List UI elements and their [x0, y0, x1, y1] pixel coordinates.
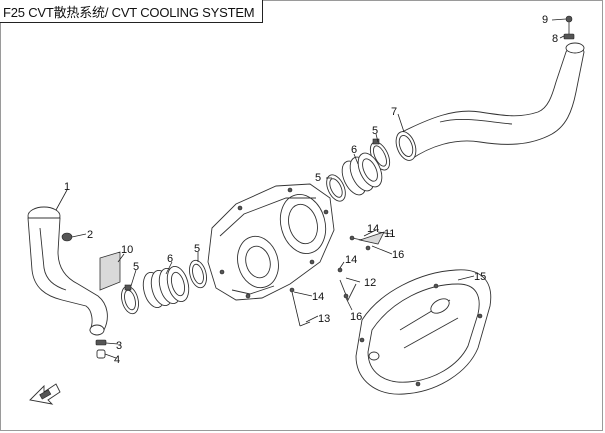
grommet-8: [563, 33, 575, 40]
hose-clamp-5-far-left: [121, 284, 139, 315]
callout-15: 15: [474, 271, 486, 283]
callout-13: 13: [318, 313, 330, 325]
title-block: F25 CVT散热系统/ CVT COOLING SYSTEM: [0, 0, 264, 23]
bellows-boot-6-lower: [142, 265, 190, 309]
callout-16-lower: 16: [350, 311, 362, 323]
callout-3: 3: [116, 340, 122, 352]
outlet-duct-7: [395, 42, 585, 161]
inlet-duct-1: [27, 206, 108, 336]
callout-5-far-left: 5: [133, 261, 139, 273]
bellows-boot-6-upper: [341, 152, 383, 196]
leader-lines: [55, 18, 567, 359]
callout-2: 2: [87, 229, 93, 241]
callout-14-lower: 14: [312, 291, 324, 303]
callout-9: 9: [542, 14, 548, 26]
callout-14-mid: 14: [345, 254, 357, 266]
bracket-group-upper: [349, 231, 385, 251]
bracket-group-lower: [337, 267, 357, 302]
callout-5-upper: 5: [372, 125, 378, 137]
callout-14-upper: 14: [367, 223, 379, 235]
support-rod-13: [289, 287, 311, 327]
callout-16-upper: 16: [392, 249, 404, 261]
cvt-housing: [207, 183, 335, 301]
callout-6-lower: 6: [167, 253, 173, 265]
cvt-cover-15: [355, 269, 492, 395]
callout-labels: 1 2 3 4 10 5 6 5 5 6 5 7 8 9 14 11 16 14…: [64, 14, 558, 366]
callout-10: 10: [121, 244, 133, 256]
callout-12: 12: [364, 277, 376, 289]
callout-6-upper: 6: [351, 144, 357, 156]
callout-1: 1: [64, 181, 70, 193]
callout-4: 4: [114, 354, 120, 366]
front-direction-arrow-icon: [29, 383, 61, 405]
hose-clamp-5-mid: [326, 174, 346, 202]
callout-11: 11: [384, 228, 395, 240]
callout-5-mid: 5: [315, 172, 321, 184]
callout-8: 8: [552, 33, 558, 45]
plug-4: [96, 349, 106, 359]
filter-plate-10: [99, 251, 121, 291]
clamp-3: [95, 339, 107, 346]
bolt-9: [565, 15, 573, 34]
callout-7: 7: [391, 106, 397, 118]
callout-5-left: 5: [194, 243, 200, 255]
hose-clamp-5-left: [189, 259, 207, 289]
page-title: F25 CVT散热系统/ CVT COOLING SYSTEM: [3, 4, 255, 20]
nut-2: [61, 232, 73, 242]
